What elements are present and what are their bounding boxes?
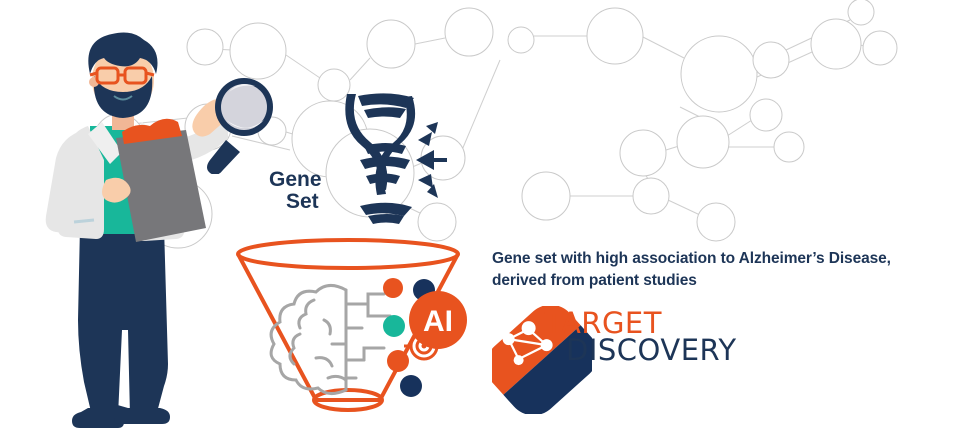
hair	[88, 32, 158, 74]
wordmark-discovery: DISCOVERY	[566, 333, 737, 367]
dna-helix-icon	[345, 93, 447, 224]
funnel-icon: AI	[236, 238, 467, 412]
ai-badge-icon: AI	[409, 291, 467, 349]
headline-line2: derived from patient studies	[492, 272, 697, 289]
collar-left	[88, 122, 122, 164]
headline-line1: Gene set with high association to Alzhei…	[492, 250, 891, 267]
node-orange-top	[383, 278, 403, 298]
gene-set-label: Gene Set	[269, 168, 355, 214]
target-arrow-icon	[416, 122, 447, 198]
shoe-right	[114, 404, 170, 424]
node-teal	[383, 315, 405, 337]
target-discovery-wordmark: TARGET DISCOVERY	[545, 306, 805, 368]
smile	[113, 95, 133, 101]
scientist-illustration	[45, 32, 228, 428]
brain-circuit-icon	[269, 284, 392, 395]
wordmark-target: TARGET	[545, 306, 662, 340]
node-navy-bottom	[400, 375, 422, 397]
clipboard-icon	[116, 118, 206, 242]
trousers	[78, 226, 168, 416]
gene-set-line2: Set	[286, 190, 319, 214]
glasses-icon	[89, 66, 155, 85]
coat-left-panel	[57, 126, 104, 239]
shoe-left	[72, 408, 124, 428]
beard	[93, 76, 153, 118]
capsule-molecule-logo-icon	[492, 306, 592, 414]
hand-left	[102, 177, 131, 203]
magnifier-handle	[207, 140, 240, 174]
svg-text:AI: AI	[423, 305, 453, 338]
pocket-left	[73, 218, 95, 224]
gene-set-line1: Gene	[269, 168, 322, 191]
magnifying-glass-icon	[207, 78, 273, 174]
node-orange-mid	[387, 350, 409, 372]
headline: Gene set with high association to Alzhei…	[492, 248, 962, 292]
